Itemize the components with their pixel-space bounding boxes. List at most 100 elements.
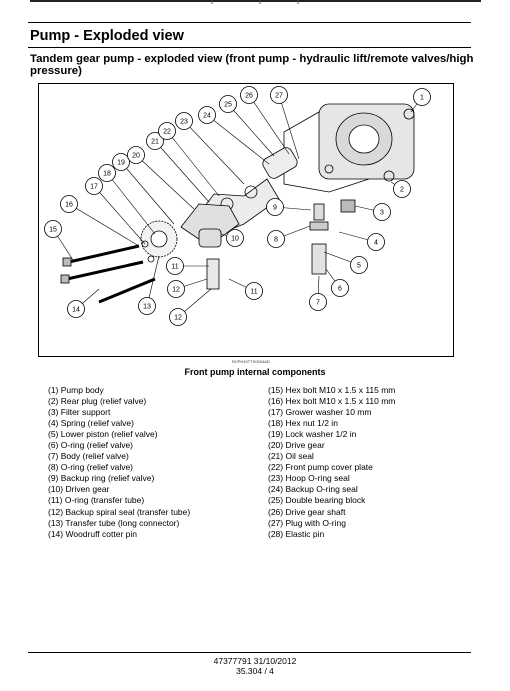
legend-item: (6) O-ring (relief valve) xyxy=(48,440,134,451)
legend-item: (28) Elastic pin xyxy=(268,528,325,539)
callout-circle xyxy=(309,293,327,311)
legend-item: (26) Drive gear shaft xyxy=(268,506,346,517)
legend-item: (10) Driven gear xyxy=(48,484,110,495)
legend-item: (27) Plug with O-ring xyxy=(268,517,346,528)
callout-bubbles: 1234567891011111212131415161718192021222… xyxy=(44,86,431,326)
callout-circle xyxy=(60,195,78,213)
callout-number: 22 xyxy=(163,129,171,136)
callout-number: 11 xyxy=(171,264,178,271)
callout-circle xyxy=(226,229,244,247)
callout-number: 12 xyxy=(174,315,182,322)
callout-leader xyxy=(278,94,300,160)
callout-number: 6 xyxy=(338,286,342,293)
callout-circle xyxy=(167,280,185,298)
legend-item: (2) Rear plug (relief valve) xyxy=(48,396,147,407)
pump-body-side xyxy=(283,111,370,193)
callout-circle xyxy=(85,177,103,195)
callout-26: 26 xyxy=(240,86,258,104)
hex-bolt-long xyxy=(68,244,140,264)
callout-number: 25 xyxy=(224,102,232,109)
callout-11: 11 xyxy=(245,282,263,300)
legend-item: (13) Transfer tube (long connector) xyxy=(48,517,180,528)
callout-number: 15 xyxy=(49,227,57,234)
callout-18: 18 xyxy=(98,164,116,182)
pump-body-bolt-hole-3 xyxy=(324,164,334,174)
callout-11: 11 xyxy=(166,257,184,275)
callout-leader xyxy=(120,161,175,225)
legend-column-left: (1) Pump body(2) Rear plug (relief valve… xyxy=(48,385,190,540)
pump-body-bolt-hole-2 xyxy=(383,170,395,182)
callout-14: 14 xyxy=(67,300,85,318)
title-rule xyxy=(28,47,471,48)
callout-circle xyxy=(270,86,288,104)
callout-12: 12 xyxy=(169,308,187,326)
legend-item: (9) Backup ring (relief valve) xyxy=(48,473,155,484)
callout-12: 12 xyxy=(167,280,185,298)
callout-27: 27 xyxy=(270,86,288,104)
pump-body-bore-inner xyxy=(348,124,380,154)
pump-line-art xyxy=(60,103,415,304)
legend-item: (21) Oil seal xyxy=(268,451,314,462)
callout-number: 26 xyxy=(245,93,253,100)
callout-circle xyxy=(373,203,391,221)
callout-number: 19 xyxy=(117,160,125,167)
figure-code: RCPH10TTS0094AD xyxy=(232,359,270,364)
legend-item: (14) Woodruff cotter pin xyxy=(48,528,137,539)
pump-body-bolt-hole xyxy=(403,108,415,120)
transfer-tube-shape xyxy=(206,258,220,290)
footer-page-number: 35.304 / 4 xyxy=(236,666,274,676)
footer-doc-id: 47377791 31/10/2012 xyxy=(213,656,297,666)
footer-rule xyxy=(28,652,471,653)
callout-15: 15 xyxy=(44,220,62,238)
callout-number: 17 xyxy=(90,184,98,191)
drive-gear-shaft-shape xyxy=(262,147,298,179)
relief-valve-ring xyxy=(313,203,325,221)
callout-circle xyxy=(245,282,263,300)
callout-17: 17 xyxy=(85,177,103,195)
callout-number: 16 xyxy=(65,202,73,209)
callout-circle xyxy=(44,220,62,238)
exploded-view-drawing: 1234567891011111212131415161718192021222… xyxy=(44,86,431,326)
washer-shape-2 xyxy=(147,255,155,263)
callout-22: 22 xyxy=(158,122,176,140)
callout-number: 13 xyxy=(143,304,151,311)
hex-bolt-mid xyxy=(66,260,144,281)
legend-item: (20) Drive gear xyxy=(268,440,325,451)
callout-circle xyxy=(219,95,237,113)
callout-circle xyxy=(67,300,85,318)
callout-circle xyxy=(146,132,164,150)
callout-20: 20 xyxy=(127,146,145,164)
callout-number: 2 xyxy=(400,187,404,194)
header-rule xyxy=(28,22,471,23)
page-subtitle: Tandem gear pump - exploded view (front … xyxy=(30,53,474,77)
callout-circle xyxy=(169,308,187,326)
legend-item: (25) Double bearing block xyxy=(268,495,366,506)
callout-10: 10 xyxy=(226,229,244,247)
legend-item: (22) Front pump cover plate xyxy=(268,462,373,473)
callout-leader xyxy=(206,114,270,165)
relief-valve-nut xyxy=(309,221,329,231)
legend-item: (16) Hex bolt M10 x 1.5 x 110 mm xyxy=(268,396,396,407)
callout-leader xyxy=(183,120,245,185)
legend-item: (17) Grower washer 10 mm xyxy=(268,407,372,418)
callout-leader xyxy=(106,172,156,235)
callout-leader xyxy=(93,185,146,245)
legend-item: (24) Backup O-ring seal xyxy=(268,484,358,495)
callout-21: 21 xyxy=(146,132,164,150)
legend-item: (23) Hoop O-ring seal xyxy=(268,473,350,484)
legend-item: (4) Spring (relief valve) xyxy=(48,418,134,429)
callout-leader xyxy=(154,140,210,203)
transfer-elbow-shape xyxy=(198,228,222,248)
figure-caption: Front pump internal components xyxy=(184,367,326,377)
legend-column-right: (15) Hex bolt M10 x 1.5 x 115 mm(16) Hex… xyxy=(268,385,395,540)
callout-number: 4 xyxy=(374,240,378,247)
callout-number: 20 xyxy=(132,153,140,160)
callout-8: 8 xyxy=(267,230,285,248)
callout-13: 13 xyxy=(138,297,156,315)
legend-item: (3) Filter support xyxy=(48,407,111,418)
callout-circle xyxy=(198,106,216,124)
callout-19: 19 xyxy=(112,153,130,171)
legend-item: (12) Backup spiral seal (transfer tube) xyxy=(48,506,191,517)
callout-number: 18 xyxy=(103,171,111,178)
callout-circle xyxy=(331,279,349,297)
